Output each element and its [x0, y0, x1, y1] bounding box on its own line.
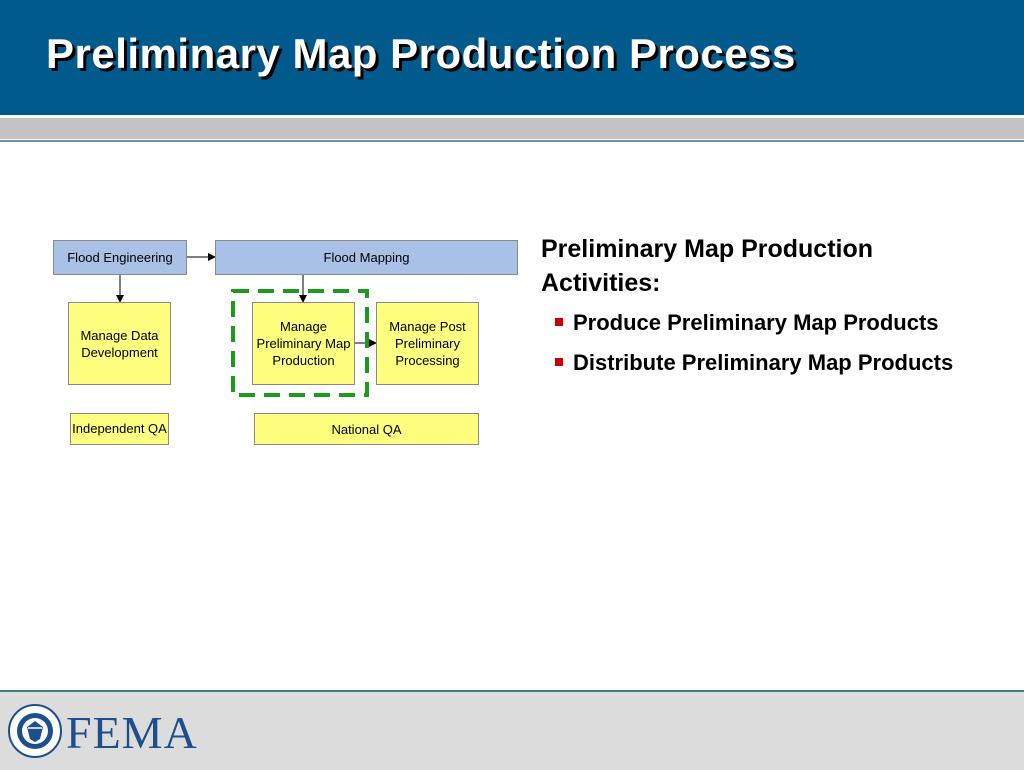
node-national-qa[interactable]: National QA [254, 413, 479, 445]
node-flood-engineering[interactable]: Flood Engineering [53, 240, 187, 275]
node-manage-preliminary-map-production-label: Manage Preliminary Map Production [256, 319, 351, 368]
node-national-qa-label: National QA [331, 421, 402, 437]
activities-heading: Preliminary Map Production Activities: [541, 235, 874, 297]
node-flood-mapping-label: Flood Mapping [323, 250, 410, 265]
node-manage-data-development[interactable]: Manage Data Development [68, 302, 171, 385]
footer: FEMA [0, 690, 1024, 770]
page-title: Preliminary Map Production Process [46, 30, 796, 77]
dhs-seal-icon [8, 704, 62, 758]
activities-panel: Preliminary Map Production Activities: P… [541, 232, 961, 388]
node-flood-mapping[interactable]: Flood Mapping [215, 240, 518, 275]
node-manage-post-preliminary-processing-label: Manage Post Preliminary Processing [389, 319, 466, 368]
node-manage-data-development-label: Manage Data Development [80, 327, 159, 360]
bullet-square-icon [555, 318, 563, 326]
activities-list: Produce Preliminary Map Products Distrib… [541, 308, 961, 378]
node-flood-engineering-label: Flood Engineering [67, 250, 173, 265]
node-independent-qa-label: Independent QA [72, 421, 167, 436]
title-bar: Preliminary Map Production Process [0, 0, 1024, 115]
header-rule [0, 140, 1024, 142]
node-independent-qa[interactable]: Independent QA [70, 413, 169, 445]
node-manage-post-preliminary-processing[interactable]: Manage Post Preliminary Processing [376, 302, 479, 385]
node-manage-preliminary-map-production[interactable]: Manage Preliminary Map Production [252, 302, 355, 385]
list-item: Distribute Preliminary Map Products [541, 348, 961, 378]
fema-logo: FEMA [66, 707, 198, 758]
list-item: Produce Preliminary Map Products [541, 308, 961, 338]
list-item-text: Produce Preliminary Map Products [573, 310, 939, 335]
bullet-square-icon [555, 358, 563, 366]
highlight-dashed-outline [231, 289, 369, 397]
list-item-text: Distribute Preliminary Map Products [573, 350, 954, 375]
header-band [0, 118, 1024, 139]
